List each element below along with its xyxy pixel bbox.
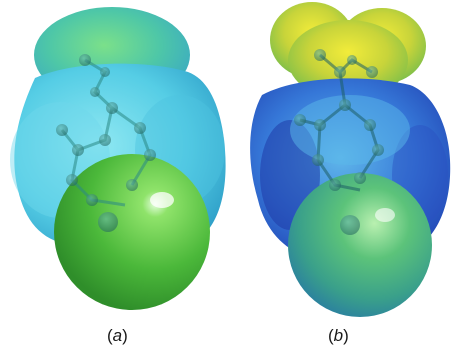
panel-b-label-open: ( xyxy=(328,326,334,345)
panel-b-label-close: ) xyxy=(343,326,349,345)
panel-a-molecule-surface xyxy=(10,7,226,310)
panel-a-label: (a) xyxy=(107,326,128,346)
panel-a-label-letter: a xyxy=(112,326,123,345)
panel-b-label: (b) xyxy=(328,326,349,346)
panel-b-molecule-surface xyxy=(250,2,451,317)
panel-a-label-close: ) xyxy=(122,326,128,345)
panel-a-label-open: ( xyxy=(107,326,113,345)
panel-b-label-letter: b xyxy=(333,326,344,345)
